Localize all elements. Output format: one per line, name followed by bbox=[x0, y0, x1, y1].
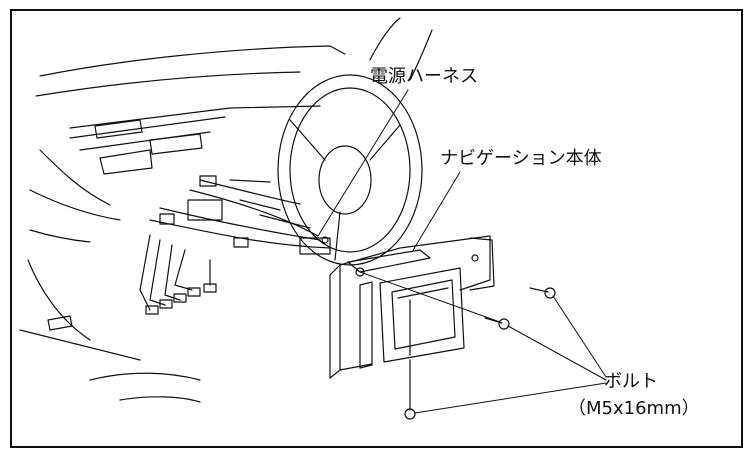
label-navigation-unit: ナビゲーション本体 bbox=[440, 148, 602, 169]
label-power-harness: 電源ハーネス bbox=[370, 66, 478, 87]
label-bolt-spec: （M5x16mm） bbox=[568, 398, 700, 419]
leader-lines bbox=[317, 89, 607, 414]
power-harness-wiring bbox=[139, 175, 331, 315]
dashboard-outline bbox=[19, 45, 346, 403]
navigation-unit bbox=[329, 235, 495, 379]
label-bolt: ボルト bbox=[604, 371, 658, 392]
steering-wheel bbox=[277, 17, 433, 266]
bolts bbox=[404, 287, 556, 420]
